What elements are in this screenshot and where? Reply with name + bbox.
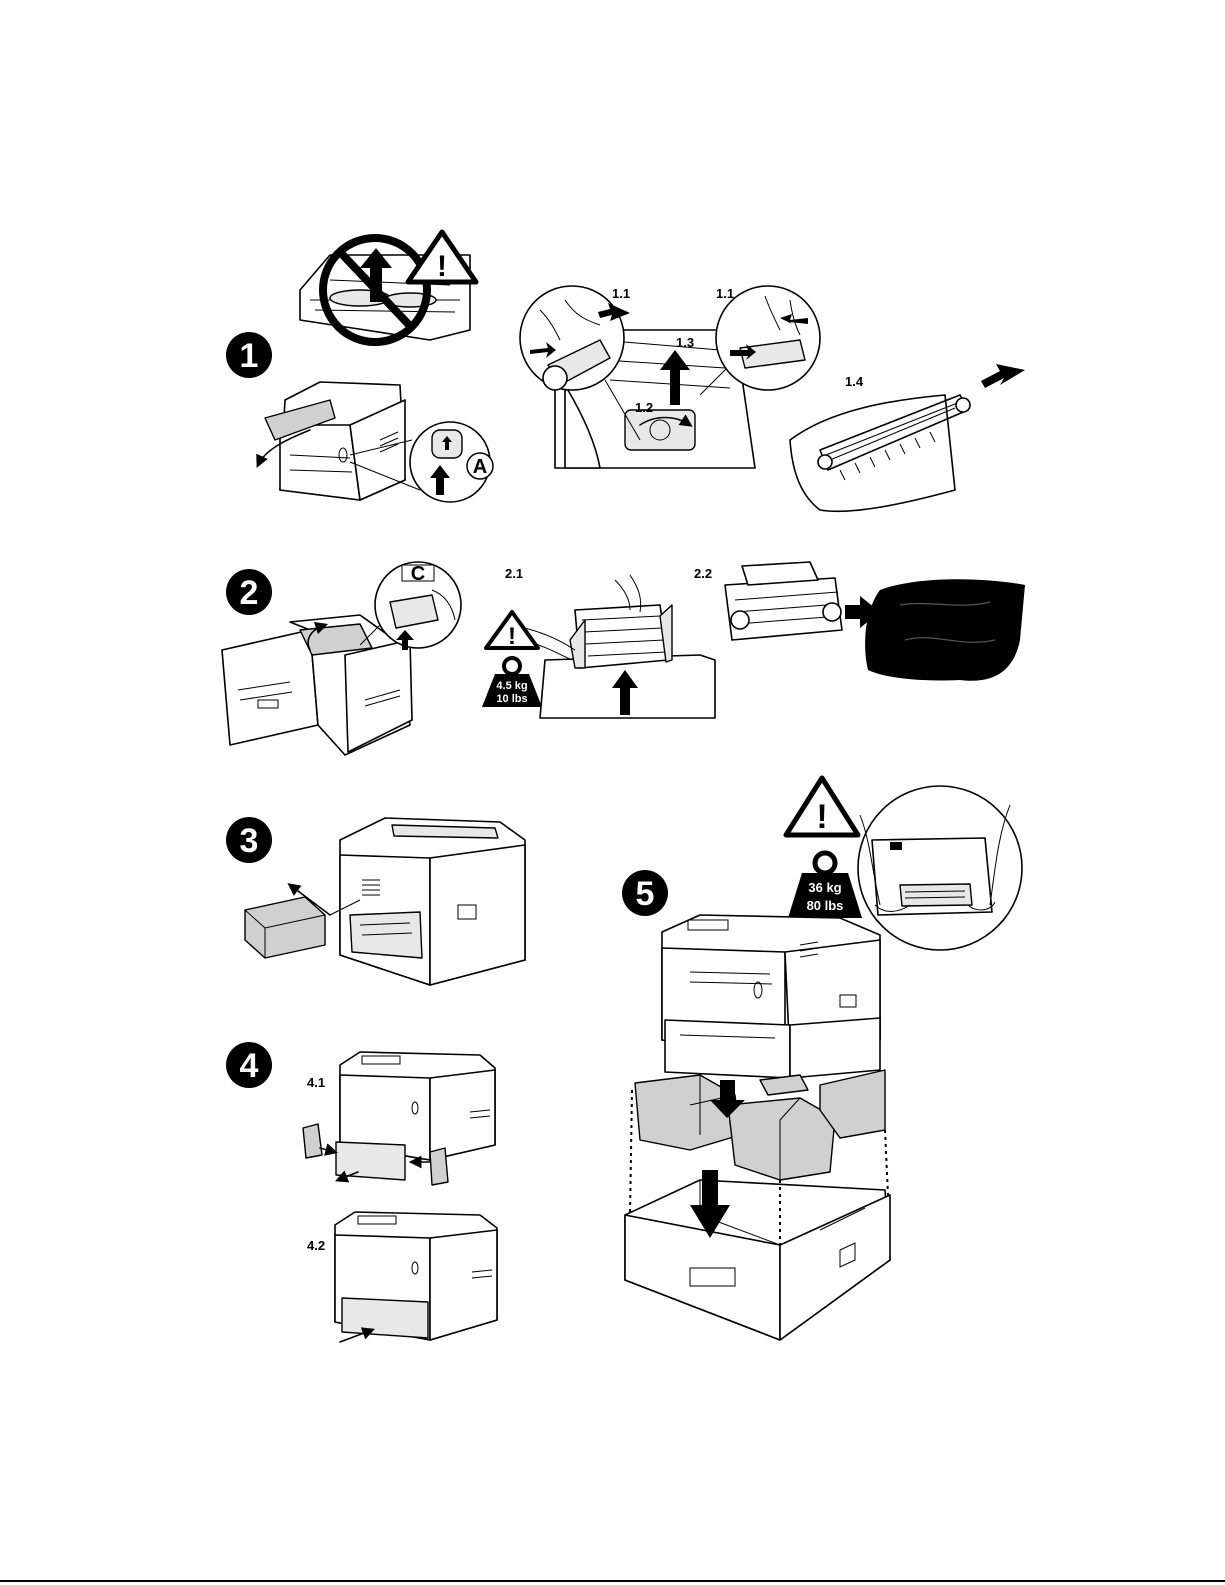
- step-5-badge: 5: [622, 870, 668, 916]
- step-3-badge: 3: [226, 817, 272, 863]
- step-3-number: 3: [240, 822, 259, 860]
- svg-text:!: !: [508, 623, 516, 650]
- printer-open-front-cover: [258, 382, 405, 500]
- step-2-number: 2: [240, 574, 259, 612]
- printer-rear-view: [340, 818, 525, 985]
- step-1-number: 1: [240, 337, 259, 375]
- warning-triangle-icon: !: [786, 778, 858, 836]
- latch-c-magnifier: C: [375, 562, 461, 650]
- substep-1-2: 1.2: [635, 400, 653, 415]
- latch-a-letter: A: [473, 456, 487, 478]
- drum-weight-kg: 4.5 kg: [496, 680, 527, 692]
- insert-arrow-icon: [981, 364, 1025, 388]
- substep-1-3: 1.3: [676, 335, 694, 350]
- substep-1-4: 1.4: [845, 374, 864, 389]
- substep-4-2: 4.2: [307, 1238, 325, 1253]
- step-4-number: 4: [240, 1047, 259, 1085]
- step-2-badge: 2: [226, 569, 272, 615]
- two-person-lift-magnifier: [858, 786, 1022, 950]
- substep-1-1-left: 1.1: [612, 286, 630, 301]
- drum-caution-weight: ! 4.5 kg 10 lbs: [482, 612, 542, 707]
- printer-open-top: [222, 615, 412, 755]
- printer-on-foam-into-box: [662, 915, 880, 1078]
- printer-weight-lbs: 80 lbs: [807, 898, 844, 913]
- weight-icon: 4.5 kg 10 lbs: [482, 658, 542, 707]
- drum-to-black-bag: 2.2: [694, 562, 1025, 681]
- svg-text:!: !: [437, 250, 447, 283]
- no-lift-inset: !: [300, 232, 476, 342]
- drum-release-detail: 1.3 1.2 1.1 1.1: [520, 286, 820, 468]
- substep-4-1: 4.1: [307, 1075, 325, 1090]
- printer-weight-kg: 36 kg: [808, 880, 841, 895]
- warning-triangle-icon: !: [486, 612, 538, 650]
- step-4-badge: 4: [226, 1042, 272, 1088]
- packing-foam-pieces: [635, 1070, 885, 1180]
- page-bottom-rule: [0, 1580, 1225, 1582]
- tray-insert-scene: 4.2: [307, 1212, 497, 1342]
- substep-2-1: 2.1: [505, 566, 523, 581]
- drum-weight-lbs: 10 lbs: [496, 693, 527, 705]
- imaging-unit-in-bag: 1.4: [790, 364, 1025, 511]
- substep-2-2: 2.2: [694, 566, 712, 581]
- weight-icon: 36 kg 80 lbs: [788, 853, 862, 918]
- step-5-number: 5: [636, 875, 655, 913]
- latch-c-letter: C: [411, 563, 425, 585]
- substep-1-1-right: 1.1: [716, 286, 734, 301]
- svg-text:!: !: [816, 798, 827, 836]
- tray-remove-scene: 4.1: [303, 1052, 495, 1185]
- step-1-badge: 1: [226, 332, 272, 378]
